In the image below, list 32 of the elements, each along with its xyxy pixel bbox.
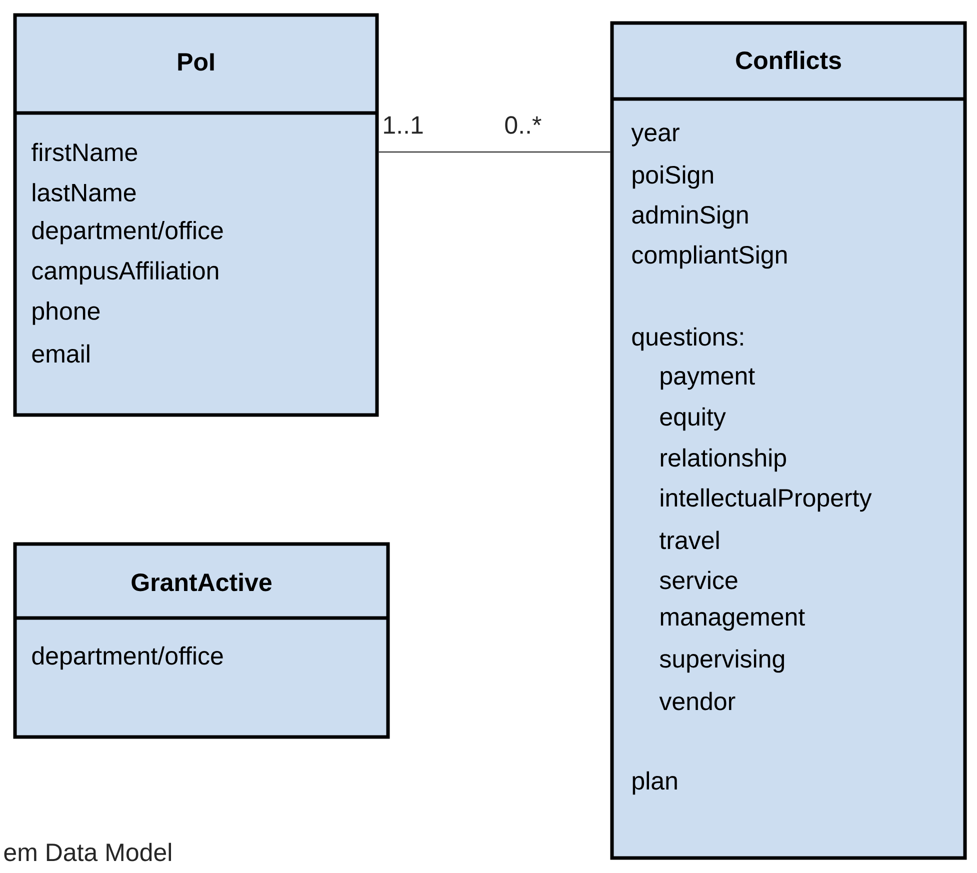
attribute-text: supervising [660,649,784,673]
attribute-text: travel [660,530,719,550]
class-name: GrantActive [132,572,272,592]
attribute-text: payment [660,368,755,390]
attribute-text: vendor [659,692,736,710]
attribute-text: questions: [632,327,743,351]
class-box [13,13,379,417]
attribute-text: compliantSign [632,245,787,269]
attribute-text: firstName [32,142,138,162]
association-line [378,151,610,153]
class-box [610,21,967,860]
attribute-text: intellectualProperty [660,488,872,512]
attribute-text: relationship [660,448,786,472]
attribute-text: service [660,570,738,590]
multiplicity-label: 0..* [505,116,542,134]
caption-text: em Data Model [4,842,172,862]
attribute-text: adminSign [632,205,748,229]
attribute-text: lastName [32,183,136,202]
attribute-text: plan [632,771,677,795]
attribute-text: email [32,344,90,363]
attribute-text: year [631,128,680,146]
class-name: PoI [178,53,214,71]
multiplicity-label: 1..1 [384,116,423,134]
attribute-text: management [660,609,805,631]
attribute-text: campusAffiliation [32,261,218,285]
class-name: Conflicts [736,50,841,70]
attribute-text: department/office [32,220,223,244]
attribute-text: phone [32,302,100,325]
attribute-text: poiSign [632,165,713,189]
attribute-text: department/office [32,646,223,670]
attribute-text: equity [660,407,726,431]
class-box [13,542,390,739]
